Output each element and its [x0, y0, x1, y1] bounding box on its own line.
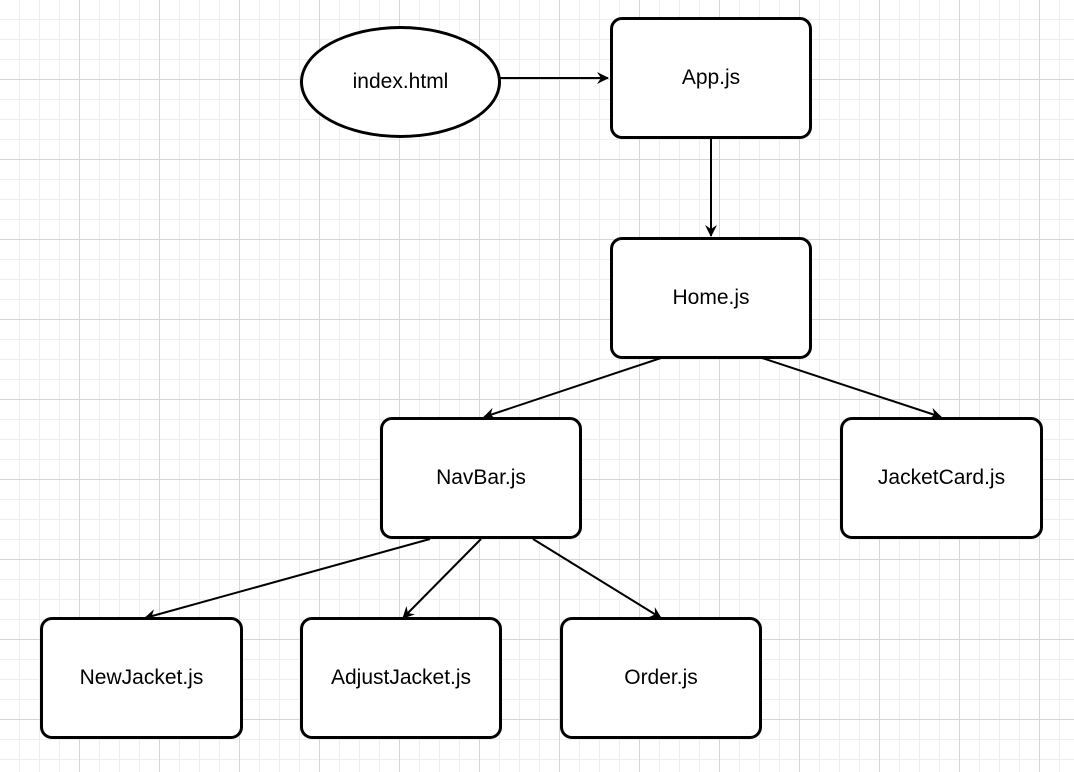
node-label-order-js: Order.js [624, 666, 698, 689]
node-label-index-html: index.html [352, 70, 449, 93]
node-order-js: Order.js [560, 617, 762, 739]
node-label-home-js: Home.js [672, 286, 750, 309]
node-label-adjustjacket-js: AdjustJacket.js [330, 666, 472, 689]
node-app-js: App.js [610, 17, 812, 139]
node-label-app-js: App.js [681, 66, 741, 89]
node-home-js: Home.js [610, 237, 812, 359]
edge-navbar-js-to-newjacket-js [144, 538, 431, 621]
edge-navbar-js-to-order-js [532, 538, 662, 619]
edge-home-js-to-navbar-js [483, 357, 662, 420]
node-label-navbar-js: NavBar.js [436, 466, 526, 489]
node-label-jacketcard-js: JacketCard.js [877, 466, 1006, 489]
node-adjustjacket-js: AdjustJacket.js [300, 617, 502, 739]
edge-home-js-to-jacketcard-js [761, 357, 942, 420]
node-navbar-js: NavBar.js [380, 417, 582, 539]
node-index-html: index.html [300, 26, 501, 138]
edge-navbar-js-to-adjustjacket-js [402, 538, 482, 619]
node-label-newjacket-js: NewJacket.js [79, 666, 204, 689]
node-jacketcard-js: JacketCard.js [840, 417, 1043, 539]
node-newjacket-js: NewJacket.js [40, 617, 243, 739]
